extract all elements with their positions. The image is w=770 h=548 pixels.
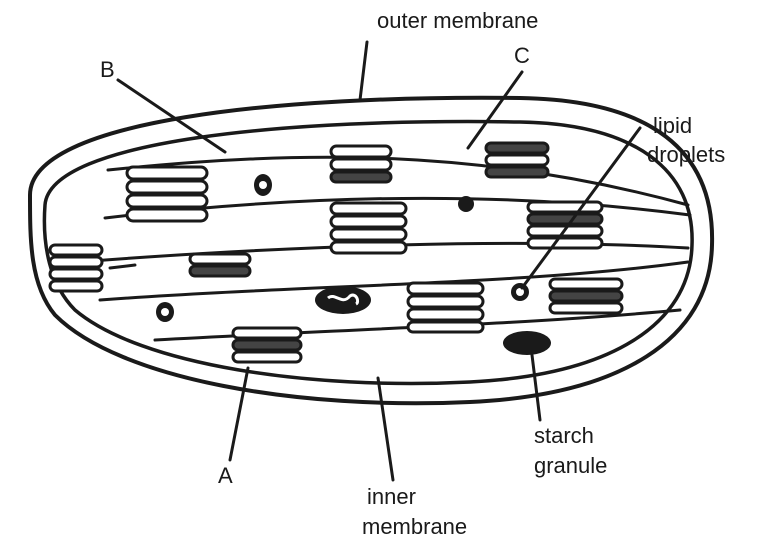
- label-inner-line1: inner: [367, 484, 416, 510]
- lipid-droplet: [458, 196, 474, 212]
- lipid-droplet-highlight: [259, 181, 267, 189]
- label-lipid-line2: droplets: [647, 142, 725, 168]
- leader-line-starch: [532, 355, 540, 420]
- granum-stack: [190, 254, 250, 276]
- granum-stack: [528, 202, 602, 248]
- granum-stack: [331, 203, 406, 253]
- granum-stack: [486, 143, 548, 177]
- label-starch-line2: granule: [534, 453, 607, 479]
- label-a: A: [218, 463, 233, 489]
- starch-granule: [503, 331, 551, 355]
- leader-line-outer-membrane: [360, 42, 367, 100]
- leader-line-a: [230, 368, 248, 460]
- granum-stack: [127, 167, 207, 221]
- label-starch-line1: starch: [534, 423, 594, 449]
- label-b: B: [100, 57, 115, 83]
- granum-stack: [331, 146, 391, 182]
- label-lipid-line1: lipid: [653, 113, 692, 139]
- granum-stack: [408, 283, 483, 332]
- granum-stack: [233, 328, 301, 362]
- label-outer-membrane: outer membrane: [377, 8, 538, 34]
- stroma-lamella: [110, 265, 135, 268]
- granum-stack: [50, 245, 102, 291]
- label-c: C: [514, 43, 530, 69]
- lipid-droplet-highlight: [161, 308, 169, 316]
- granum-stack: [550, 279, 622, 313]
- leader-line-c: [468, 72, 522, 148]
- leader-line-inner-membrane: [378, 378, 393, 480]
- label-inner-line2: membrane: [362, 514, 467, 540]
